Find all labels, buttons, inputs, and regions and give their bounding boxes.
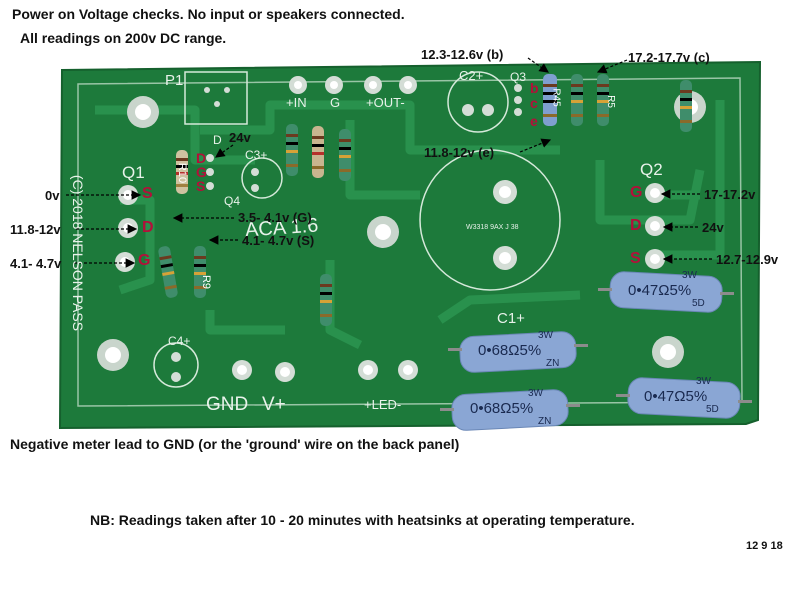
pin-q1-d: D [142, 219, 154, 236]
pin-q2-s: S [630, 250, 641, 267]
power-resistor-2-code: ZN [538, 416, 552, 427]
q2-pads [645, 183, 665, 269]
annot-q2-d: 24v [702, 220, 724, 235]
annotation-arrows [66, 57, 712, 268]
pin-q3-b: b [530, 80, 539, 96]
p1-connector-outline [184, 71, 248, 125]
silk-d-q4: D [213, 133, 222, 147]
annot-q4-g: 3.5- 4.1v (G) [238, 210, 312, 225]
nb-note: NB: Readings taken after 10 - 20 minutes… [90, 512, 635, 528]
header-line-2: All readings on 200v DC range. [20, 30, 227, 46]
silk-q4: Q4 [224, 194, 241, 208]
power-resistor-2-value: 0•68Ω5% [470, 400, 534, 417]
annot-q1-s: 0v [45, 188, 60, 203]
small-resistors [158, 74, 692, 326]
c3-outline [241, 157, 283, 199]
annot-q2-s: 12.7-12.9v [716, 252, 779, 267]
silk-q2: Q2 [640, 160, 663, 179]
q3-pads [514, 84, 522, 116]
annot-q3-e: 11.8-12v (e) [424, 145, 495, 160]
pin-q4-s: S [196, 178, 206, 194]
bottom-pads [232, 360, 418, 382]
power-resistor-3-code: 5D [692, 298, 705, 309]
silk-p1: P1 [165, 72, 184, 89]
power-resistor-4-watt: 3W [696, 376, 711, 387]
pin-q1-s: S [142, 185, 153, 202]
q4-pads [206, 154, 214, 190]
annot-q3-c: 17.2-17.7v (c) [628, 50, 710, 65]
silk-c1: C1+ [497, 310, 525, 327]
pin-q2-g: G [630, 184, 643, 201]
c1-pads [493, 180, 517, 270]
pin-q3-c: c [530, 95, 538, 111]
silk-c2: C2+ [459, 68, 484, 83]
pin-q4-g: G [196, 164, 207, 180]
power-resistor-3-watt: 3W [682, 270, 697, 281]
c4-outline [153, 342, 199, 388]
silk-q1: Q1 [122, 163, 145, 182]
pin-q4-d: D [196, 150, 207, 166]
power-resistors [440, 271, 752, 431]
power-resistor-4-value: 0•47Ω5% [644, 388, 708, 405]
power-resistor-1-value: 0•68Ω5% [478, 342, 542, 359]
power-resistor-2-watt: 3W [528, 388, 543, 399]
power-resistor-1-code: ZN [546, 358, 560, 369]
pin-q3-e: e [530, 113, 538, 129]
annot-q2-g: 17-17.2v [704, 187, 756, 202]
silk-q3: Q3 [510, 70, 527, 84]
silk-out: +OUT- [366, 95, 405, 110]
silk-g: G [330, 95, 341, 110]
annot-q1-g: 4.1- 4.7v [10, 256, 62, 271]
meter-note: Negative meter lead to GND (or the 'grou… [10, 436, 460, 452]
pin-q2-d: D [630, 217, 642, 234]
annot-q1-d: 11.8-12v [10, 222, 61, 237]
power-resistor-3-value: 0•47Ω5% [628, 282, 692, 299]
power-resistor-1-watt: 3W [538, 330, 553, 341]
pcb-board [58, 60, 762, 430]
silk-lcr: W3318 9AX J 38 [466, 224, 519, 231]
silk-vplus: V+ [262, 394, 286, 415]
annot-q4-d: 24v [229, 130, 251, 145]
header-line-1: Power on Voltage checks. No input or spe… [12, 6, 405, 22]
annot-q3-b: 12.3-12.6v (b) [421, 47, 504, 62]
silk-in: +IN [286, 95, 307, 110]
annot-q4-s: 4.1- 4.7v (S) [242, 233, 315, 248]
heatsink-circle [419, 149, 561, 291]
power-resistor-4-code: 5D [706, 404, 719, 415]
date-label: 12 9 18 [746, 540, 783, 552]
silk-led: +LED- [364, 397, 402, 412]
silk-c3: C3+ [245, 148, 268, 162]
pin-q1-g: G [138, 252, 151, 269]
silk-c4: C4+ [168, 334, 191, 348]
silk-gnd: GND [206, 394, 249, 415]
c2-outline [447, 71, 509, 133]
